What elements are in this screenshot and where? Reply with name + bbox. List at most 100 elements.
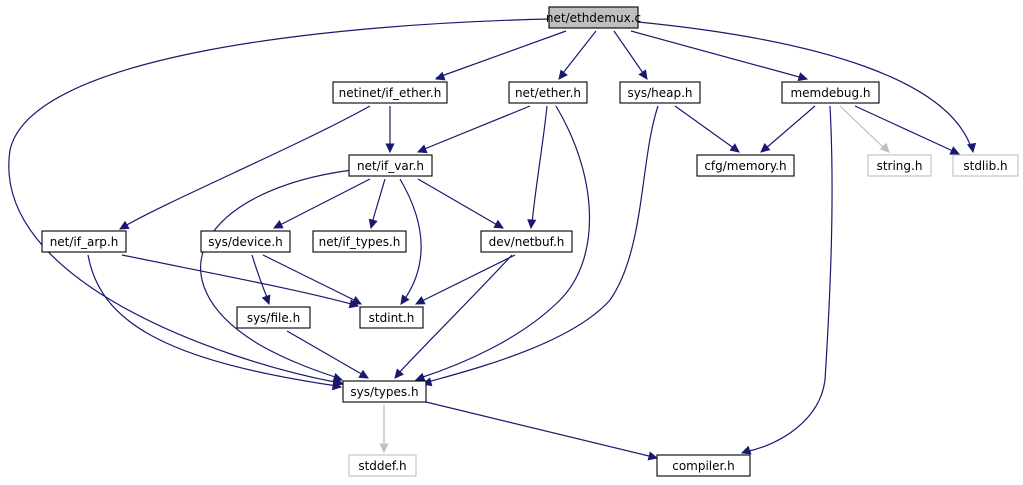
- edges-layer: [8, 18, 977, 461]
- edge-ethdemux_c-to-heap_h: [613, 30, 644, 74]
- node-box-stddef_h: [348, 454, 417, 477]
- edge-ethdemux_c-to-types_h: [8, 18, 550, 383]
- nodes-layer: net/ethdemux.c netinet/if_ether.h net/ethe…: [41, 6, 1019, 477]
- node-memdebug_h[interactable]: memdebug.h: [781, 81, 880, 104]
- arrowhead-ether_h-to-netbuf_h: [527, 219, 537, 230]
- arrowhead-memdebug_h-to-memory_h: [760, 143, 771, 153]
- edge-ethdemux_c-to-memdebug_h: [630, 30, 804, 79]
- node-heap_h[interactable]: sys/heap.h: [619, 81, 701, 104]
- arrowhead-types_h-to-stddef_h: [379, 443, 389, 454]
- edge-if_arp_h-to-types_h: [87, 254, 338, 387]
- edge-ethdemux_c-to-ether_h: [562, 30, 597, 74]
- node-compiler_h[interactable]: compiler.h: [656, 454, 751, 477]
- node-label-memory_h: cfg/memory.h: [704, 159, 786, 173]
- node-stddef_h: stddef.h: [348, 454, 417, 477]
- node-box-device_h: [200, 230, 291, 253]
- node-label-types_h: sys/types.h: [350, 385, 418, 399]
- edge-memdebug_h-to-string_h: [839, 105, 886, 150]
- node-netbuf_h[interactable]: dev/netbuf.h: [480, 230, 573, 253]
- arrowhead-ether_h-to-if_var_h: [416, 144, 428, 154]
- edge-device_h-to-file_h: [251, 254, 269, 301]
- node-label-ethdemux_c: net/ethdemux.c: [546, 11, 641, 25]
- arrowhead-if_var_h-to-netbuf_h: [493, 219, 505, 229]
- node-label-netbuf_h: dev/netbuf.h: [489, 235, 565, 249]
- edge-memdebug_h-to-compiler_h: [744, 105, 833, 453]
- arrowhead-ether_h-to-types_h: [414, 372, 426, 382]
- arrowhead-ethdemux_c-to-stdlib_h: [967, 142, 977, 154]
- arrowhead-netbuf_h-to-stdint_h: [414, 296, 426, 305]
- edge-ethdemux_c-to-stdlib_h: [637, 21, 973, 151]
- arrowhead-netbuf_h-to-types_h: [394, 368, 404, 379]
- arrowhead-device_h-to-stdint_h: [351, 296, 363, 305]
- edge-ether_h-to-netbuf_h: [531, 105, 548, 225]
- node-label-device_h: sys/device.h: [208, 235, 282, 249]
- edge-ether_h-to-types_h: [419, 105, 591, 379]
- edge-netbuf_h-to-stdint_h: [419, 254, 516, 303]
- node-box-ether_h: [508, 81, 588, 104]
- arrowhead-types_h-to-compiler_h: [647, 451, 659, 461]
- edge-ether_h-to-if_var_h: [421, 105, 531, 151]
- arrowhead-heap_h-to-memory_h: [729, 143, 740, 153]
- node-box-stdint_h: [359, 306, 424, 329]
- arrowhead-ethdemux_c-to-ether_h: [558, 69, 568, 80]
- arrowhead-memdebug_h-to-compiler_h: [740, 445, 752, 455]
- arrowhead-ethdemux_c-to-heap_h: [638, 69, 648, 80]
- node-label-stdint_h: stdint.h: [369, 311, 415, 325]
- edge-if_var_h-to-device_h: [277, 178, 371, 227]
- node-label-if_ether_h: netinet/if_ether.h: [339, 86, 442, 100]
- edge-if_var_h-to-stdint_h: [399, 178, 422, 301]
- edge-if_var_h-to-netbuf_h: [417, 178, 500, 227]
- node-if_var_h[interactable]: net/if_var.h: [348, 154, 433, 177]
- node-box-if_var_h: [348, 154, 433, 177]
- node-label-file_h: sys/file.h: [247, 311, 300, 325]
- node-box-ethdemux_c: [548, 6, 639, 29]
- node-label-stddef_h: stddef.h: [358, 459, 406, 473]
- node-label-stdlib_h: stdlib.h: [963, 159, 1007, 173]
- edge-memdebug_h-to-memory_h: [764, 105, 816, 150]
- node-box-compiler_h: [656, 454, 751, 477]
- node-if_arp_h[interactable]: net/if_arp.h: [41, 230, 127, 253]
- node-label-memdebug_h: memdebug.h: [790, 86, 870, 100]
- node-string_h: string.h: [867, 154, 932, 177]
- arrowhead-if_var_h-to-if_types_h: [368, 218, 378, 230]
- arrowhead-memdebug_h-to-string_h: [879, 142, 890, 153]
- edge-if_var_h-to-if_types_h: [371, 178, 386, 224]
- node-label-if_types_h: net/if_types.h: [319, 235, 401, 249]
- node-box-file_h: [236, 306, 311, 329]
- node-box-if_ether_h: [332, 81, 448, 104]
- arrowhead-ethdemux_c-to-memdebug_h: [797, 72, 809, 82]
- node-box-heap_h: [619, 81, 701, 104]
- node-stdlib_h: stdlib.h: [952, 154, 1019, 177]
- node-if_types_h[interactable]: net/if_types.h: [312, 230, 407, 253]
- edge-if_ether_h-to-if_arp_h: [124, 105, 371, 227]
- node-stdint_h[interactable]: stdint.h: [359, 306, 424, 329]
- arrowhead-if_var_h-to-stdint_h: [400, 294, 410, 305]
- arrowhead-ethdemux_c-to-if_ether_h: [434, 71, 446, 81]
- edge-device_h-to-stdint_h: [262, 254, 359, 303]
- node-ether_h[interactable]: net/ether.h: [508, 81, 588, 104]
- node-box-memory_h: [696, 154, 795, 177]
- node-box-string_h: [867, 154, 932, 177]
- node-file_h[interactable]: sys/file.h: [236, 306, 311, 329]
- node-label-compiler_h: compiler.h: [672, 459, 735, 473]
- node-label-if_arp_h: net/if_arp.h: [50, 235, 119, 249]
- node-device_h[interactable]: sys/device.h: [200, 230, 291, 253]
- node-label-if_var_h: net/if_var.h: [357, 159, 424, 173]
- arrowhead-device_h-to-file_h: [261, 294, 271, 306]
- node-memory_h[interactable]: cfg/memory.h: [696, 154, 795, 177]
- arrowhead-if_ether_h-to-if_arp_h: [118, 220, 130, 230]
- edge-file_h-to-types_h: [286, 330, 366, 377]
- arrowhead-if_var_h-to-device_h: [272, 220, 284, 229]
- node-types_h[interactable]: sys/types.h: [342, 380, 427, 403]
- arrowhead-if_ether_h-to-if_var_h: [385, 143, 395, 154]
- arrowhead-if_arp_h-to-types_h: [331, 381, 343, 391]
- node-ethdemux_c[interactable]: net/ethdemux.c: [546, 6, 641, 29]
- edge-memdebug_h-to-stdlib_h: [854, 105, 956, 153]
- node-label-ether_h: net/ether.h: [515, 86, 581, 100]
- edge-heap_h-to-memory_h: [674, 105, 736, 150]
- node-if_ether_h[interactable]: netinet/if_ether.h: [332, 81, 448, 104]
- node-box-if_types_h: [312, 230, 407, 253]
- node-box-stdlib_h: [952, 154, 1019, 177]
- node-label-string_h: string.h: [877, 159, 923, 173]
